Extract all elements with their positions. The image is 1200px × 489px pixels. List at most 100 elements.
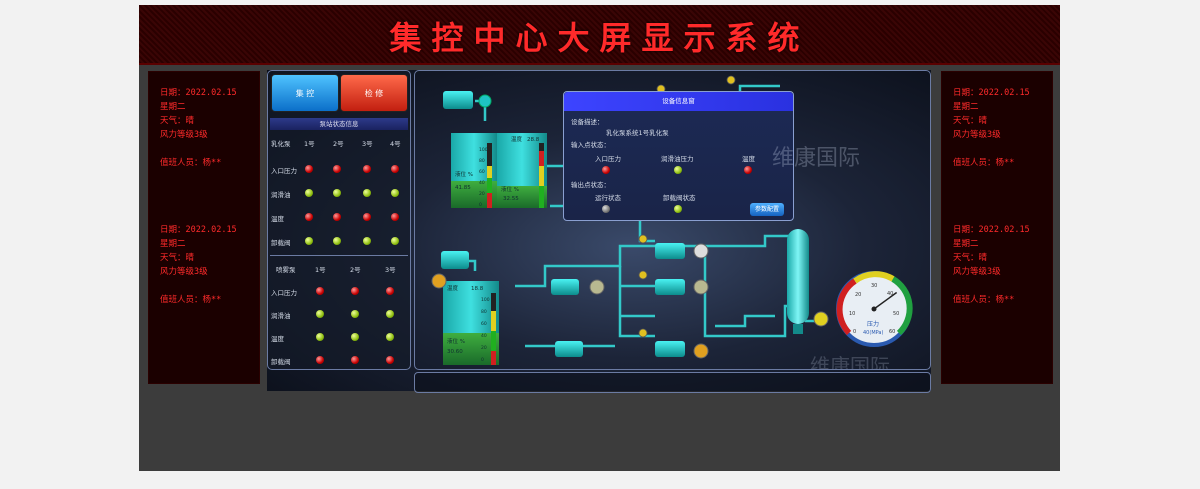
tank-3-level-label: 液位 % <box>447 337 465 345</box>
info-duty: 值班人员：杨** <box>953 295 1015 305</box>
tank-scale-label: 100 <box>481 297 490 303</box>
small-gauge-icon <box>638 270 648 280</box>
dialog-desc-label: 设备描述： <box>571 118 604 126</box>
status-led <box>363 213 371 221</box>
gauge-tick: 0 <box>853 329 856 335</box>
status-led <box>316 310 324 318</box>
dialog-input-led <box>744 166 752 174</box>
left-info-panel: 日期：2022.02.15 星期二 天气：晴 风力等级3级 值班人员：杨** 日… <box>148 71 260 384</box>
status-led <box>316 287 324 295</box>
status-led <box>333 213 341 221</box>
info-weather: 天气：晴 <box>953 253 988 263</box>
maintenance-button[interactable]: 检 修 <box>340 74 408 112</box>
fan-icon <box>693 343 709 359</box>
tank-1-level-label: 液位 % <box>455 170 473 178</box>
status-led <box>351 310 359 318</box>
tank-2-level-value: 32.55 <box>503 196 519 202</box>
feed-pump-lower[interactable] <box>441 251 469 269</box>
info-weekday: 星期二 <box>160 239 186 249</box>
pressure-gauge: 0 10 20 30 40 50 60 压力 40(MPa) <box>836 271 913 347</box>
status-panel-title: 泵站状态信息 <box>270 118 408 130</box>
pressure-vessel[interactable] <box>787 229 809 334</box>
info-date: 日期：2022.02.15 <box>160 225 237 235</box>
spray-table-name: 喷雾泵 <box>276 266 296 274</box>
dialog-input-name: 温度 <box>742 155 755 163</box>
fan-icon <box>589 279 605 295</box>
status-led <box>305 189 313 197</box>
emulsion-table-name: 乳化泵 <box>271 140 291 148</box>
tank-1-temp: 温度 <box>511 135 523 143</box>
pump-motor[interactable] <box>555 341 583 357</box>
control-panel: 集 控 检 修 泵站状态信息 乳化泵 1号 2号 3号 4号 入口压力 润滑油 … <box>267 70 411 370</box>
info-weather: 天气：晴 <box>160 116 195 126</box>
dialog-output-led <box>674 205 682 213</box>
tank-2[interactable] <box>497 133 547 208</box>
page-title: 集控中心大屏显示系统 <box>389 19 810 57</box>
info-block: 日期：2022.02.15 星期二 天气：晴 风力等级3级 值班人员：杨** <box>160 223 237 307</box>
tank-1[interactable] <box>451 133 497 208</box>
pipe-network-lower <box>455 234 815 348</box>
watermark: 维康国际 <box>772 146 861 171</box>
row-label: 入口压力 <box>271 167 297 175</box>
col-header: 1号 <box>304 140 315 148</box>
col-header: 3号 <box>385 266 396 274</box>
dialog-desc-value: 乳化泵系统1号乳化泵 <box>606 129 669 137</box>
info-weather: 天气：晴 <box>160 253 195 263</box>
row-label: 润滑油 <box>271 191 291 199</box>
tank-scale-label: 20 <box>481 345 487 351</box>
dialog-input-label: 输入点状态： <box>571 141 610 149</box>
row-label: 卸载阀 <box>271 358 291 366</box>
info-wind: 风力等级3级 <box>160 130 208 140</box>
info-date: 日期：2022.02.15 <box>953 225 1030 235</box>
info-date: 日期：2022.02.15 <box>953 88 1030 98</box>
row-label: 温度 <box>271 335 284 343</box>
fan-icon <box>693 243 709 259</box>
pump-motor[interactable] <box>655 279 685 295</box>
tank-1-temp-value: 28.8 <box>527 137 540 143</box>
status-led <box>333 189 341 197</box>
gauge-tick: 20 <box>855 292 861 298</box>
pump-motor[interactable] <box>551 279 579 295</box>
gauge-tick: 60 <box>889 329 895 335</box>
pump-motor[interactable] <box>655 341 685 357</box>
tank-3[interactable] <box>443 281 499 365</box>
info-block: 日期：2022.02.15 星期二 天气：晴 风力等级3级 值班人员：杨** <box>953 223 1030 307</box>
status-led <box>363 165 371 173</box>
pump-motor[interactable] <box>655 243 685 259</box>
tank-scale-label: 100 <box>479 147 488 153</box>
dialog-output-name: 运行状态 <box>595 194 621 202</box>
tank-scale-label: 0 <box>479 202 482 208</box>
dialog-input-name: 润滑油压力 <box>661 155 694 163</box>
info-block: 日期：2022.02.15 星期二 天气：晴 风力等级3级 值班人员：杨** <box>160 86 237 170</box>
right-info-panel: 日期：2022.02.15 星期二 天气：晴 风力等级3级 值班人员：杨** 日… <box>941 71 1053 384</box>
dialog-output-label: 输出点状态： <box>571 181 610 189</box>
col-header: 1号 <box>315 266 326 274</box>
info-block: 日期：2022.02.15 星期二 天气：晴 风力等级3级 值班人员：杨** <box>953 86 1030 170</box>
status-led <box>391 165 399 173</box>
feed-pump-upper[interactable] <box>443 91 492 109</box>
col-header: 4号 <box>390 140 401 148</box>
status-led <box>386 310 394 318</box>
dialog-input-led <box>602 166 610 174</box>
info-date: 日期：2022.02.15 <box>160 88 237 98</box>
device-info-dialog: 设备信息窗 设备描述： 乳化泵系统1号乳化泵 输入点状态： 入口压力 润滑油压力… <box>563 91 794 221</box>
tank-scale-label: 40 <box>479 180 485 186</box>
tank-3-temp: 温度 <box>447 284 459 292</box>
tank-scale-label: 60 <box>481 321 487 327</box>
gauge-unit: 40(MPa) <box>863 330 883 336</box>
tank-scale-label: 60 <box>479 169 485 175</box>
tank-3-level-value: 30.60 <box>447 349 463 355</box>
tank-1-level-value: 41.85 <box>455 185 471 191</box>
fan-icon <box>431 273 447 289</box>
gauge-tick: 10 <box>849 311 855 317</box>
central-control-button[interactable]: 集 控 <box>271 74 339 112</box>
status-led <box>305 237 313 245</box>
info-duty: 值班人员：杨** <box>160 158 222 168</box>
status-led <box>351 287 359 295</box>
tank-2-level-label: 液位 % <box>501 185 519 193</box>
col-header: 3号 <box>362 140 373 148</box>
dialog-output-name: 卸载阀状态 <box>663 194 696 202</box>
col-header: 2号 <box>350 266 361 274</box>
fan-icon <box>693 279 709 295</box>
param-config-button[interactable]: 参数配置 <box>750 203 784 216</box>
